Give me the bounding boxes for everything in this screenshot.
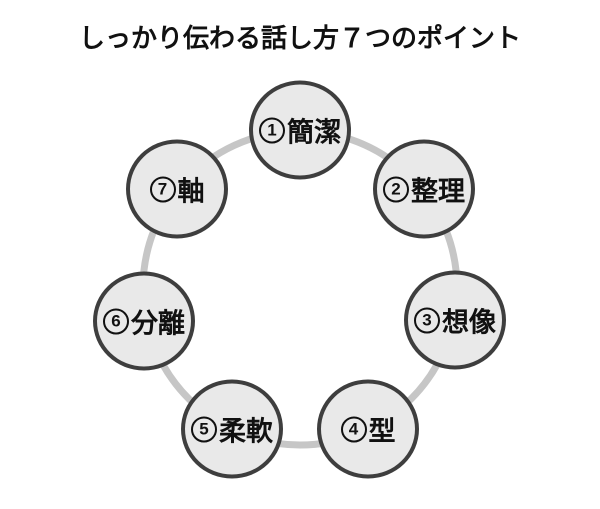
circled-number-4-icon: 4 (340, 416, 367, 442)
node-4-label: 型 (368, 416, 396, 447)
node-2-label: 整理 (411, 176, 465, 207)
node-6: 6 分離 (93, 271, 195, 371)
node-3-label: 想像 (442, 307, 496, 338)
node-1: 1 簡潔 (249, 80, 351, 180)
node-6-label: 分離 (131, 308, 185, 339)
circled-number-1-icon: 1 (259, 117, 285, 143)
node-7-label: 軸 (177, 176, 205, 207)
node-1-label: 簡潔 (287, 117, 341, 148)
page-title: しっかり伝わる話し方７つのポイント (78, 23, 521, 53)
node-2: 2 整理 (373, 139, 475, 239)
node-5: 5 柔軟 (181, 379, 283, 479)
node-3: 3 想像 (404, 270, 506, 370)
circled-number-7-icon: 7 (149, 176, 176, 202)
circled-number-6-icon: 6 (103, 308, 129, 334)
circled-number-3-icon: 3 (414, 307, 440, 333)
node-4: 4 型 (317, 379, 419, 479)
node-5-label: 柔軟 (219, 416, 273, 447)
node-7: 7 軸 (126, 139, 228, 239)
circled-number-2-icon: 2 (383, 176, 409, 202)
circled-number-5-icon: 5 (191, 416, 217, 442)
